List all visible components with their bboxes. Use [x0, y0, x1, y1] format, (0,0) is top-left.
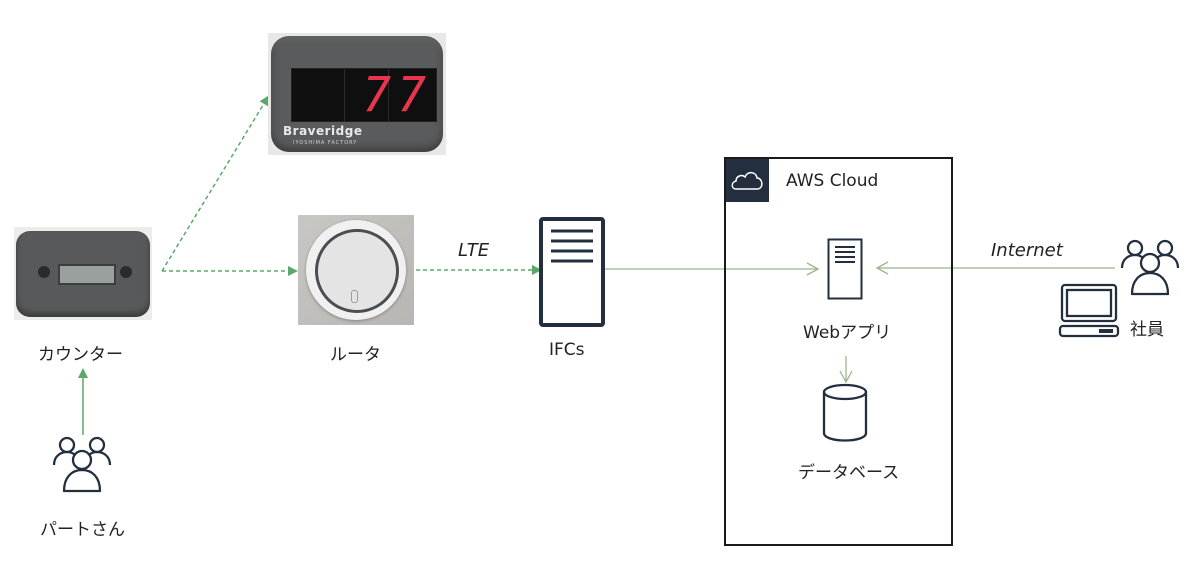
brand-logo: Braveridge: [283, 124, 363, 138]
router-photo: [298, 215, 414, 325]
staff-computer-icon: [1058, 283, 1120, 338]
aws-cloud-group: AWS Cloud: [724, 157, 953, 546]
internet-edge-label: Internet: [991, 240, 1063, 261]
database-icon: [822, 383, 868, 442]
staff-label: 社員: [1130, 320, 1164, 340]
display-device-photo: 77 Braveridge IYOSHIMA FACTORY: [268, 33, 446, 155]
ifcs-server-icon: [539, 217, 605, 327]
counter-lcd: [58, 264, 116, 285]
webapp-server-icon: [827, 238, 863, 300]
part-timers-users-icon: [52, 436, 112, 493]
ifcs-label: IFCs: [549, 340, 585, 360]
database-label: データベース: [798, 463, 900, 483]
counter-device-photo: [14, 227, 152, 320]
brand-subtitle: IYOSHIMA FACTORY: [293, 140, 358, 146]
cloud-icon: [731, 171, 763, 190]
aws-cloud-title: AWS Cloud: [786, 171, 879, 191]
aws-cloud-tab: [726, 159, 769, 202]
router-ring: [315, 229, 399, 313]
part-timers-label: パートさん: [40, 520, 125, 540]
router-body: [306, 220, 406, 320]
staff-users-icon: [1120, 239, 1180, 296]
counter-label: カウンター: [38, 345, 123, 365]
lte-edge-label: LTE: [458, 240, 490, 261]
edge-counter-display: [161, 95, 270, 272]
counter-device-body: [16, 231, 150, 317]
webapp-label: Webアプリ: [803, 323, 892, 343]
router-label: ルータ: [330, 345, 381, 365]
segment-display-panel: 77: [291, 68, 437, 122]
counter-button-right: [120, 266, 132, 278]
counter-button-left: [38, 266, 50, 278]
router-led: [351, 290, 358, 303]
display-device-body: 77 Braveridge IYOSHIMA FACTORY: [271, 36, 443, 152]
segment-display-digits: 77: [362, 67, 432, 123]
